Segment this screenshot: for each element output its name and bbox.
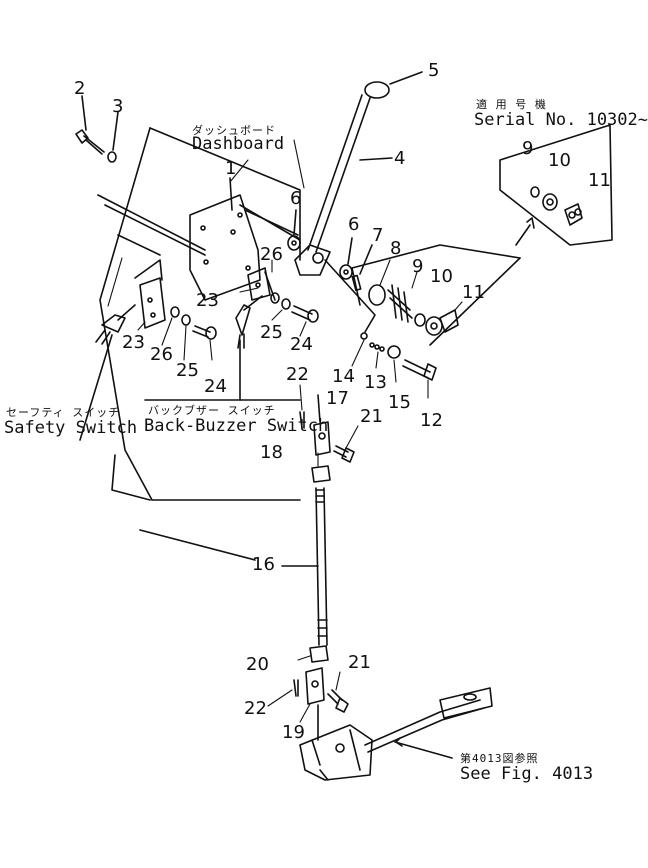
part-number-24a: 24 (290, 334, 313, 355)
part-number-26b: 26 (150, 344, 173, 365)
back-buzzer-jp-label: バックブザー スイッチ (148, 404, 276, 417)
bracket-23-upper (247, 267, 276, 301)
bracket-23-left (134, 259, 166, 329)
part-number-11b: 11 (588, 170, 611, 191)
part-number-1: 1 (225, 158, 237, 179)
see-fig-jp-label: 第4013図参照 (460, 752, 539, 765)
leader-lines (107, 139, 463, 723)
washer-25-upper (281, 298, 291, 310)
washer-25-left (181, 314, 191, 326)
part-number-20: 20 (246, 654, 269, 675)
safety-switch-en-label: Safety Switch (4, 418, 138, 438)
part-number-22b: 22 (244, 698, 267, 719)
bolt-24-upper (291, 305, 319, 323)
part-number-23b: 23 (122, 332, 145, 353)
part-number-21b: 21 (348, 652, 371, 673)
part-number-21a: 21 (360, 406, 383, 427)
mounting-plate (97, 177, 301, 301)
part-number-3: 3 (112, 96, 124, 117)
dashboard-outline (99, 127, 301, 501)
safety-switch-jp-label: セーフティ スイッチ (6, 406, 121, 419)
part-number-13: 13 (364, 372, 387, 393)
washer-26-left (170, 306, 180, 318)
pin-7 (351, 244, 373, 292)
part-number-18: 18 (260, 442, 283, 463)
back-buzzer-switch (235, 295, 263, 401)
bolt-21-upper (333, 445, 355, 463)
part-number-19: 19 (282, 722, 305, 743)
serial-jp-label: 適 用 号 機 (476, 98, 547, 111)
washer-26-upper (270, 292, 280, 304)
bolt-2 (75, 95, 105, 155)
see-fig-en-label: See Fig. 4013 (460, 764, 594, 784)
bolt-24-left (192, 325, 217, 340)
serial-en-label: Serial No. 10302~ (474, 110, 648, 130)
part-number-25a: 25 (260, 322, 283, 343)
dashboard-en-label: Dashboard (192, 134, 285, 154)
part-number-9b: 9 (522, 138, 534, 159)
part-number-7: 7 (372, 225, 384, 246)
long-rod (139, 487, 328, 646)
back-buzzer-en-label: Back-Buzzer Switch (144, 416, 329, 436)
washer-6-left (287, 209, 301, 251)
pin-22-upper (299, 411, 305, 429)
part-number-2: 2 (74, 78, 86, 99)
clevis-17 (313, 394, 331, 456)
part-number-4: 4 (394, 148, 406, 169)
pin-22-lower (293, 679, 299, 697)
part-number-6a: 6 (290, 188, 302, 209)
part-number-9a: 9 (412, 256, 424, 277)
part-number-16: 16 (252, 554, 275, 575)
lever-rod (307, 71, 423, 253)
bolt-21-lower (327, 689, 349, 713)
part-number-14: 14 (332, 366, 355, 387)
part-number-12: 12 (420, 410, 443, 431)
bolt-12 (402, 359, 437, 381)
nut-18 (311, 465, 331, 483)
part-number-25b: 25 (176, 360, 199, 381)
washer-6-right (339, 237, 353, 280)
part-number-17: 17 (326, 388, 349, 409)
ball-14 (360, 332, 368, 340)
parts-exploded-diagram (75, 71, 613, 781)
spring-assembly (351, 244, 521, 346)
part-number-24b: 24 (204, 376, 227, 397)
clevis-19 (305, 667, 325, 705)
part-number-11a: 11 (462, 282, 485, 303)
safety-switch (79, 304, 136, 441)
part-number-8: 8 (390, 238, 402, 259)
part-number-5: 5 (428, 60, 440, 81)
part-number-22a: 22 (286, 364, 309, 385)
lower-bracket (299, 687, 493, 781)
nut-20 (309, 645, 329, 663)
dashboard-jp-label: ダッシュボード (192, 124, 276, 137)
pivot-bracket (294, 244, 376, 333)
serial-panel (499, 124, 613, 246)
washer-3 (107, 111, 119, 163)
part-number-10b: 10 (548, 150, 571, 171)
part-number-6b: 6 (348, 214, 360, 235)
part-number-15: 15 (388, 392, 411, 413)
part-number-10a: 10 (430, 266, 453, 287)
part-number-26a: 26 (260, 244, 283, 265)
part-number-23a: 23 (196, 290, 219, 311)
nut-13 (369, 342, 385, 352)
washer-15 (387, 345, 401, 359)
